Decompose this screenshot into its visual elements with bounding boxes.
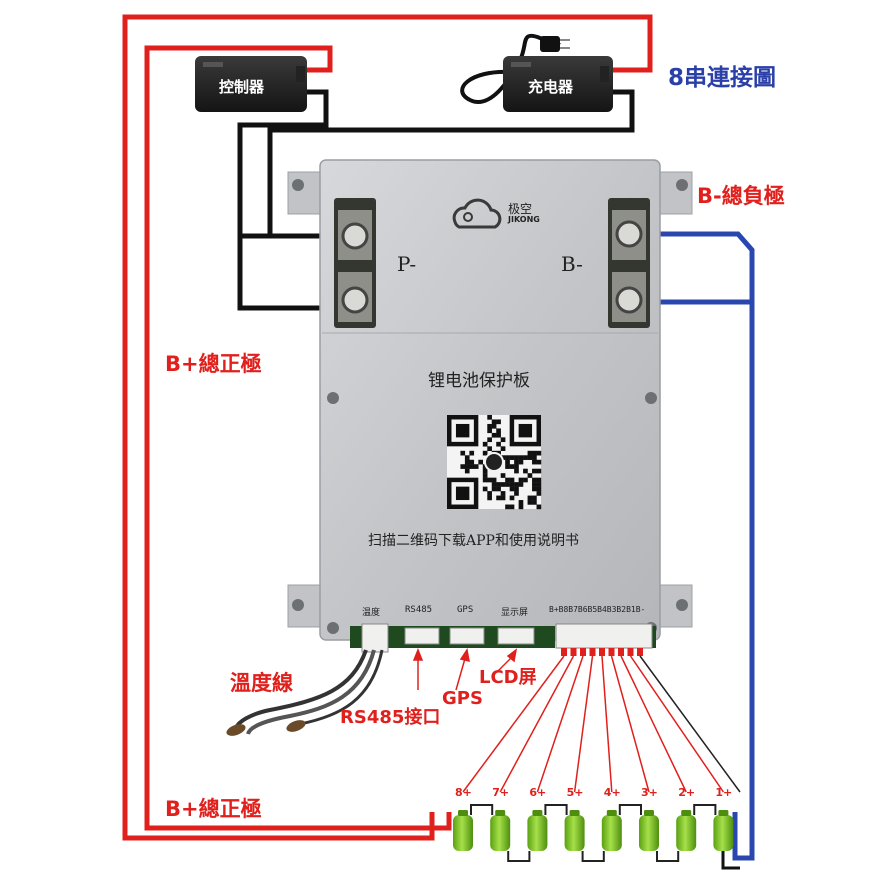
- cell-label: 1+: [715, 786, 733, 799]
- bplus-wire-inner: [144, 45, 452, 831]
- balance-wire: [573, 655, 594, 793]
- balance-pin: [637, 648, 643, 656]
- balance-pin: [589, 648, 596, 656]
- battery-cell: [639, 815, 659, 851]
- lcd-annotation: LCD屏: [479, 667, 537, 688]
- controller-box: [195, 56, 307, 112]
- battery-cell: [601, 815, 622, 851]
- diagram-title: 8串連接圖: [668, 65, 777, 91]
- rs485-annotation: RS485接口: [340, 707, 441, 728]
- protection-board: [287, 159, 693, 641]
- cell-label: 5+: [566, 786, 584, 799]
- terminal-p-minus-label: P-: [397, 252, 417, 276]
- battery-cell: [490, 815, 511, 851]
- temp-wire-annotation: 溫度線: [230, 671, 293, 695]
- balance-wire: [536, 655, 584, 793]
- cell-label: 8+: [455, 786, 472, 799]
- battery-cell-terminal: [532, 810, 543, 816]
- series-link: [656, 851, 680, 862]
- port-label-rs485: RS485: [405, 605, 433, 615]
- series-link: [470, 804, 494, 815]
- balance-wire: [629, 655, 725, 793]
- balance-wire: [499, 655, 575, 793]
- controller-label: 控制器: [219, 78, 265, 96]
- charger-power-cord: [460, 33, 561, 104]
- balance-pin: [608, 648, 615, 656]
- terminal-b-minus-label: B-: [561, 252, 583, 276]
- series-link: [693, 804, 717, 815]
- b-minus-terminals: [608, 198, 650, 328]
- balance-wires: [462, 648, 741, 793]
- b-minus-annotation: B-總負極: [697, 184, 785, 208]
- battery-cell-terminal: [681, 810, 692, 816]
- charger-box: [503, 56, 613, 112]
- series-link: [581, 851, 605, 862]
- balance-wire: [610, 655, 650, 793]
- battery-cell: [676, 815, 697, 851]
- battery-pack: [453, 804, 734, 862]
- battery-cell-terminal: [718, 810, 729, 816]
- cell-label: 4+: [603, 786, 621, 799]
- bminus-wire: [630, 231, 755, 861]
- balance-pin: [561, 648, 567, 656]
- series-link: [507, 851, 531, 862]
- balance-pin: [570, 648, 577, 656]
- p-minus-terminals: [334, 198, 376, 328]
- series-link: [618, 804, 642, 815]
- balance-pin: [618, 648, 624, 656]
- bplus-wire-outer: [122, 14, 653, 841]
- plug-icon: [540, 36, 560, 52]
- battery-cell-terminal: [606, 810, 617, 816]
- balance-pin: [580, 648, 586, 656]
- cell-label: 6+: [529, 786, 547, 799]
- port-label-temp: 温度: [362, 608, 381, 618]
- battery-cell-terminal: [458, 810, 468, 816]
- battery-cell: [564, 815, 585, 851]
- temperature-probe: [226, 649, 384, 736]
- port-label-display: 显示屏: [501, 608, 529, 618]
- series-link: [544, 804, 568, 815]
- balance-pin: [599, 648, 605, 656]
- cloud-logo-icon: [452, 198, 502, 229]
- battery-cell-terminal: [495, 810, 506, 816]
- battery-cell-terminal: [644, 810, 654, 816]
- port-arrows: [412, 647, 518, 691]
- balance-pin: [627, 648, 634, 656]
- controller-black-wire: [237, 89, 352, 311]
- charger-label: 充电器: [528, 78, 574, 96]
- battery-cell: [527, 815, 548, 851]
- board-title: 锂电池保护板: [428, 371, 530, 391]
- b-plus-annotation-top: B+總正極: [165, 352, 262, 376]
- battery-cell: [453, 815, 473, 851]
- cell-label: 3+: [641, 786, 658, 799]
- gps-annotation: GPS: [442, 688, 483, 709]
- ports-row: [350, 623, 656, 653]
- balance-wire: [462, 655, 565, 793]
- brand-name-cn: 极空: [508, 202, 533, 216]
- board-scan-text: 扫描二维码下载APP和使用说明书: [368, 533, 579, 549]
- battery-cell: [713, 815, 734, 851]
- port-label-balance: B+B8B7B6B5B4B3B2B1B-: [549, 605, 646, 614]
- cell-label: 7+: [492, 786, 510, 799]
- balance-wire: [620, 655, 687, 793]
- balance-wire: [601, 655, 613, 793]
- port-label-gps: GPS: [457, 605, 474, 615]
- brand-name-en: JIKONG: [508, 215, 540, 224]
- qr-code-icon: [447, 415, 542, 510]
- cell-label: 2+: [678, 786, 696, 799]
- balance-wire: [639, 655, 741, 793]
- battery-cell-terminal: [569, 810, 580, 816]
- b-plus-annotation-bottom: B+總正極: [165, 797, 262, 821]
